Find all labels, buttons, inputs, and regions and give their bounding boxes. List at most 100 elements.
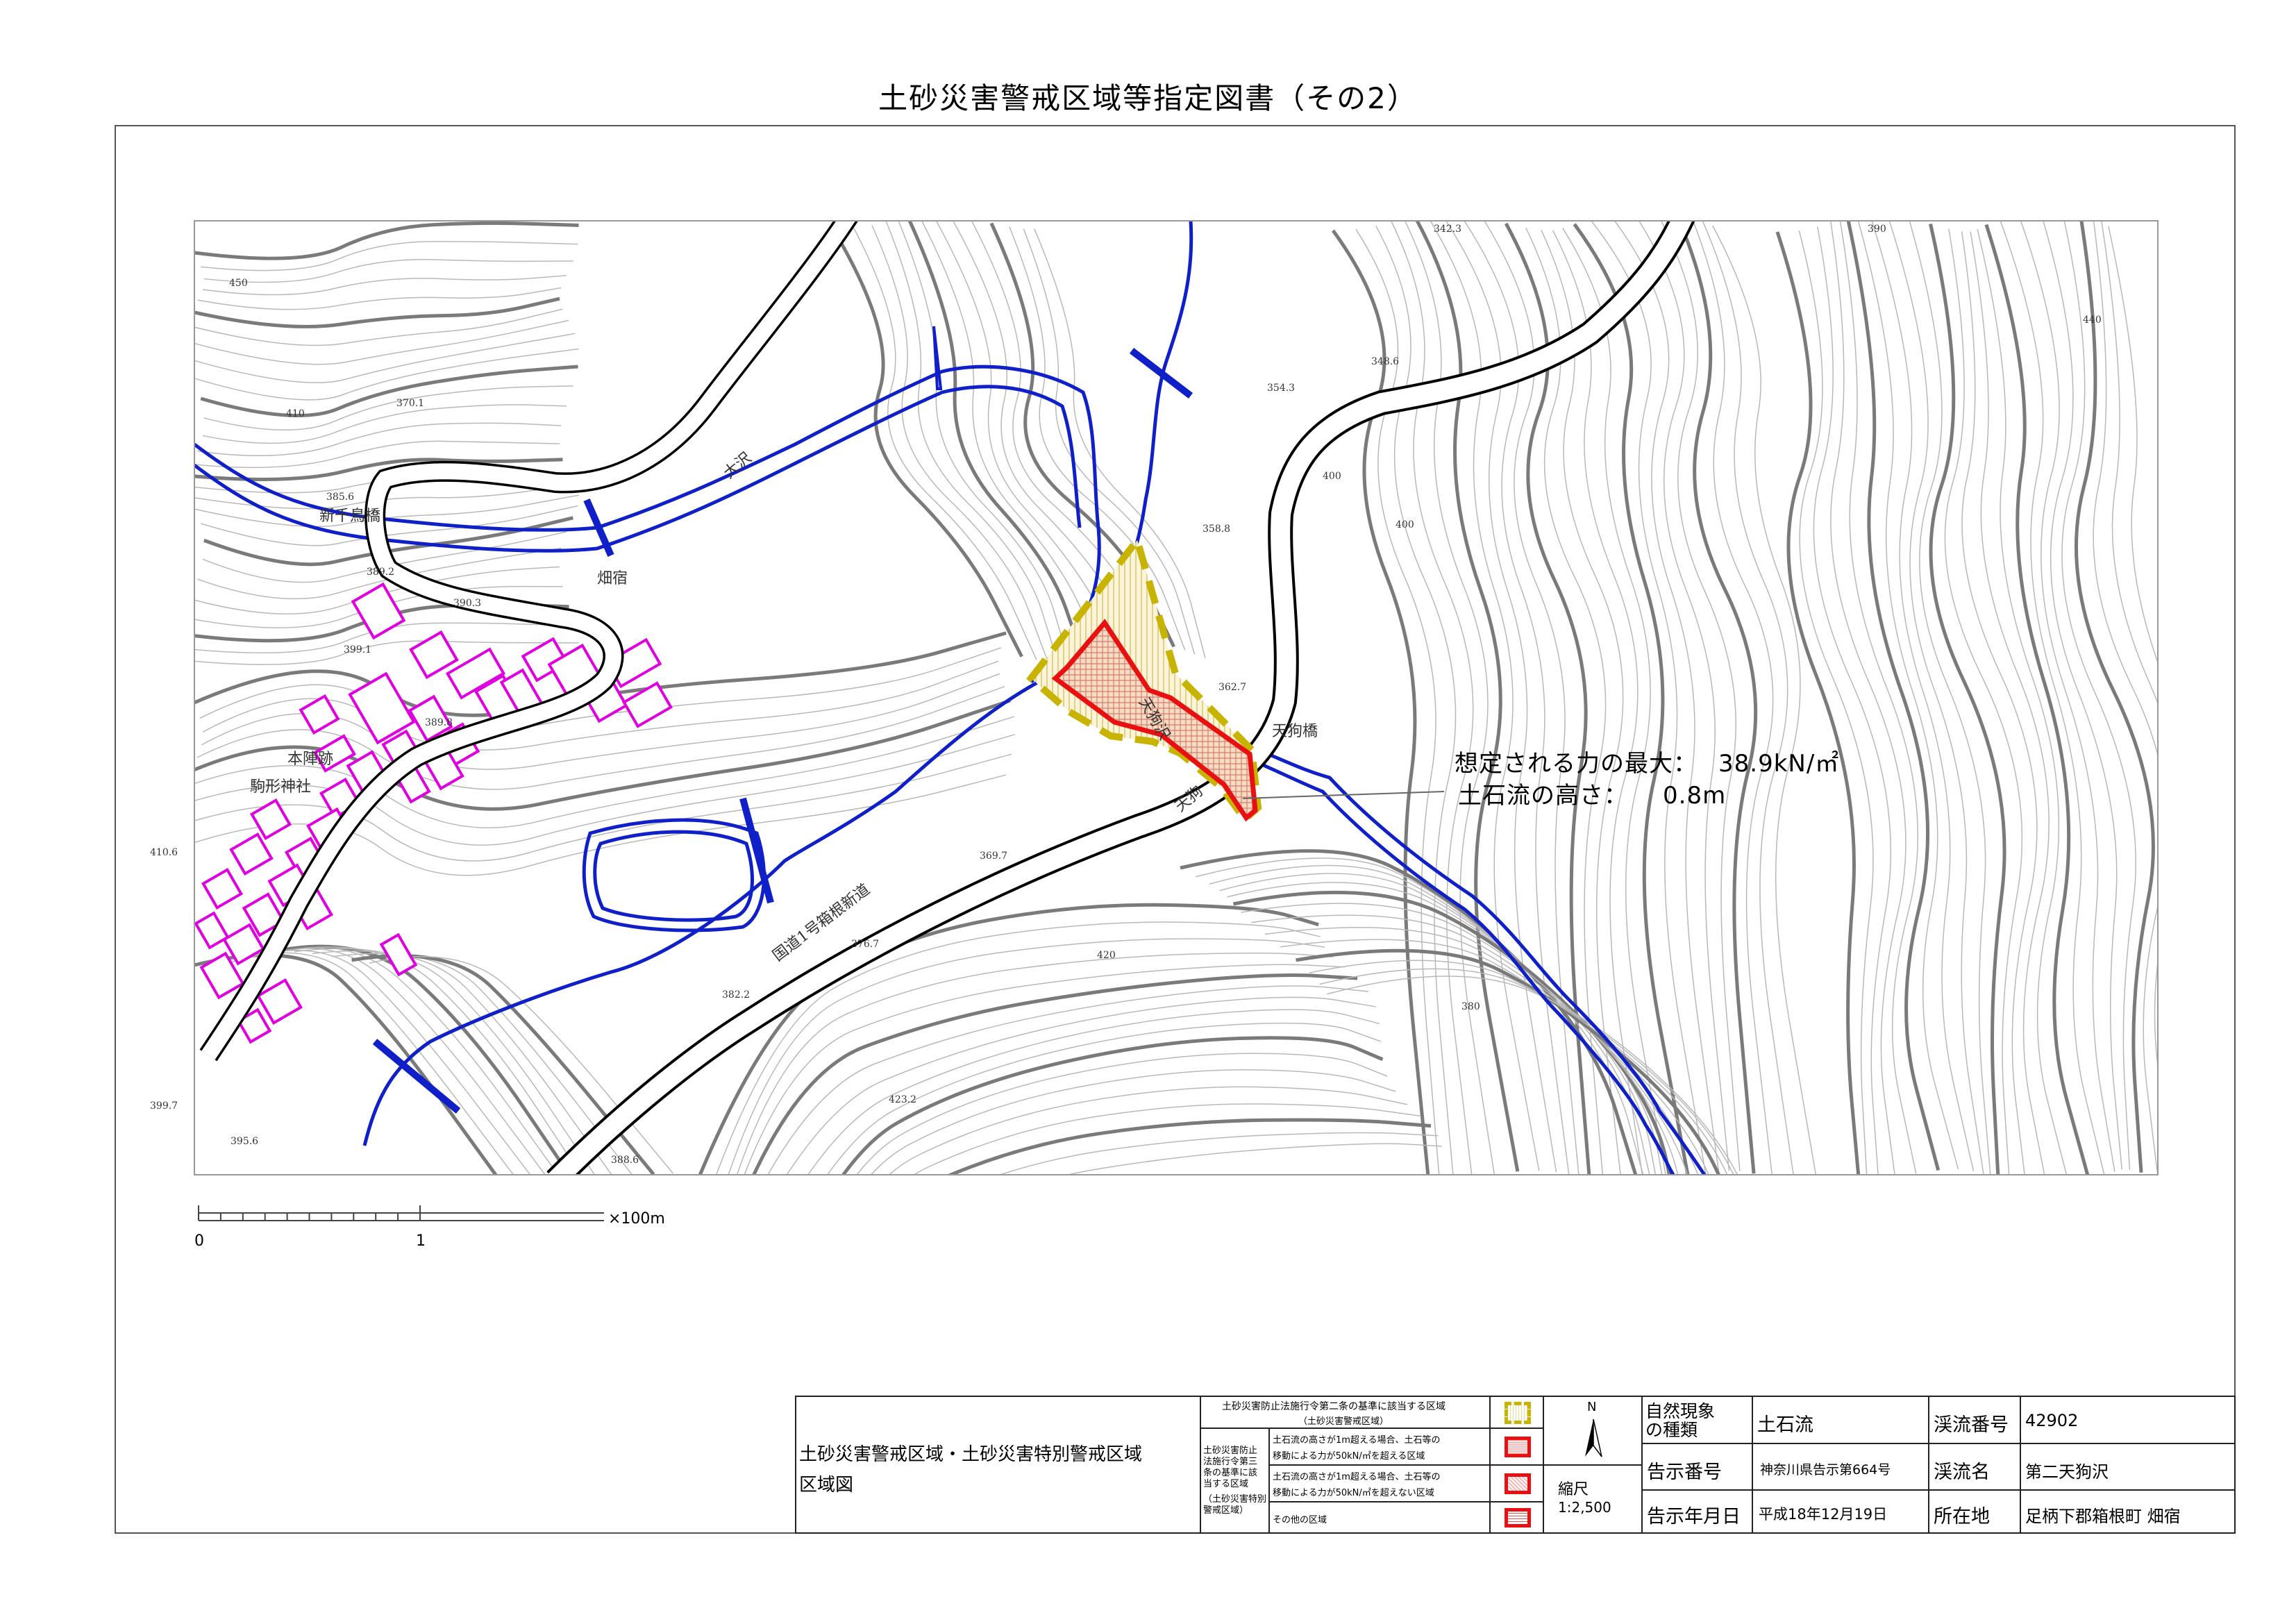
max-force-label: 想定される力の最大： bbox=[1455, 750, 1698, 778]
contour-line bbox=[888, 1086, 1408, 1175]
contour-line bbox=[1961, 231, 2038, 1175]
contour-line bbox=[1813, 226, 1892, 1175]
building bbox=[201, 867, 244, 910]
building bbox=[409, 630, 459, 680]
elevation-label: 382.2 bbox=[722, 989, 750, 1001]
contour-line bbox=[1309, 960, 1728, 1175]
legend-text: 警戒区域） bbox=[1203, 1505, 1249, 1516]
max-force-callout: 想定される力の最大：38.9kN/㎡ bbox=[1455, 750, 1839, 778]
contour-line bbox=[1638, 221, 1730, 1171]
contour-line bbox=[952, 221, 1141, 645]
legend-text: 土砂災害防止法施行令第二条の基準に該当する区域 bbox=[1222, 1401, 1446, 1412]
flow-height-value: 0.8m bbox=[1663, 782, 1727, 810]
elevation-label: 348.6 bbox=[1371, 356, 1399, 367]
contour-line bbox=[2043, 221, 2123, 1170]
north-arrow-cell: N bbox=[1543, 1396, 1643, 1466]
contour-line bbox=[921, 221, 1100, 651]
contour-value: 380 bbox=[1461, 1001, 1480, 1012]
contour-line bbox=[1391, 221, 1474, 1175]
index-contour-line bbox=[841, 1036, 1384, 1175]
special-zone-swatch-3 bbox=[1505, 1508, 1531, 1527]
elevation-label: 388.6 bbox=[611, 1155, 639, 1166]
index-contour-line bbox=[1296, 948, 1721, 1175]
contour-value: 420 bbox=[1097, 950, 1116, 961]
legend-row3-text: その他の区域 bbox=[1268, 1501, 1491, 1534]
index-contour-line bbox=[267, 944, 572, 1175]
building bbox=[249, 798, 292, 841]
scale-value: 1:2,500 bbox=[1558, 1499, 1611, 1516]
contour-line bbox=[856, 1053, 1388, 1175]
callout-leader-line bbox=[1242, 791, 1445, 799]
contour-line bbox=[744, 964, 1345, 1175]
building bbox=[242, 892, 286, 937]
contour-line bbox=[1798, 230, 1874, 1175]
contour-line bbox=[807, 1009, 1380, 1175]
contour-line bbox=[1525, 227, 1607, 1175]
contour-line bbox=[1660, 221, 1741, 1171]
contour-line bbox=[1692, 221, 1774, 1175]
contour-line bbox=[312, 950, 612, 1175]
elevation-label: 389.2 bbox=[367, 567, 394, 578]
scale-one: 1 bbox=[416, 1232, 426, 1250]
contour-line bbox=[194, 716, 1015, 828]
contour-line bbox=[1702, 221, 1794, 1175]
contour-value: 410 bbox=[286, 408, 305, 419]
route-1-fill bbox=[548, 221, 1693, 1175]
pond-inner bbox=[593, 830, 754, 922]
place-label: 本陣跡 bbox=[287, 751, 333, 768]
contour-line bbox=[998, 1132, 1439, 1175]
contour-line bbox=[885, 221, 1058, 661]
contour-line bbox=[1944, 228, 2023, 1175]
contour-line bbox=[200, 241, 578, 271]
index-contour-line bbox=[698, 903, 1319, 1175]
building bbox=[194, 911, 230, 950]
legend-text: 条の基準に該 bbox=[1203, 1468, 1258, 1478]
contour-line bbox=[2020, 221, 2115, 1172]
contour-line bbox=[1355, 228, 1440, 1175]
special-zone-swatch-2 bbox=[1505, 1473, 1531, 1494]
contour-line bbox=[1404, 221, 1495, 1175]
building bbox=[199, 951, 245, 1000]
contour-line bbox=[1209, 864, 1650, 1175]
contour-line bbox=[2000, 221, 2105, 1175]
place-labels: 畑宿 新千鳥橋 本陣跡 駒形神社 天狗橋 天狗沢 国道1号箱根新道 天狗 大沢 bbox=[250, 449, 1318, 965]
contour-line bbox=[2108, 226, 2158, 664]
contour-line bbox=[1023, 228, 1196, 655]
contour-line bbox=[786, 996, 1376, 1175]
contour-line bbox=[196, 547, 562, 600]
rivers bbox=[194, 221, 1707, 1175]
elevation-label: 399.1 bbox=[344, 644, 371, 655]
page-title: 土砂災害警戒区域等指定図書（その2） bbox=[878, 81, 1418, 115]
contour-line bbox=[870, 1069, 1396, 1175]
location-value: 足柄下郡箱根町 畑宿 bbox=[2025, 1507, 2181, 1526]
river-downstream-bank bbox=[1259, 762, 1675, 1175]
contour-line bbox=[715, 921, 1321, 1175]
contour-line bbox=[194, 333, 576, 383]
legend-text: 移動による力が50kN/㎡を超えない区域 bbox=[1273, 1488, 1434, 1498]
notice-no-value: 神奈川県告示第664号 bbox=[1760, 1462, 1891, 1477]
index-contour-line bbox=[831, 228, 1023, 658]
legend-warning-text: 土砂災害防止法施行令第二条の基準に該当する区域 （土砂災害警戒区域） bbox=[1200, 1396, 1491, 1429]
legend-text: 土石流の高さが1m超える場合、土石等の bbox=[1273, 1472, 1441, 1482]
heading-cell: 土砂災害警戒区域・土砂災害特別警戒区域 区域図 bbox=[795, 1396, 1201, 1534]
index-contour-line bbox=[907, 221, 1084, 655]
elevation-label: 362.7 bbox=[1218, 682, 1246, 693]
dam-1 bbox=[932, 326, 943, 390]
building bbox=[445, 647, 506, 700]
notice-no-label-cell: 告示番号 bbox=[1641, 1443, 1753, 1491]
building bbox=[299, 694, 340, 735]
dam-4 bbox=[739, 797, 774, 904]
river-downstream bbox=[1257, 748, 1707, 1175]
building bbox=[621, 681, 673, 728]
contour-line bbox=[1909, 221, 1991, 1175]
index-contour-line bbox=[1984, 224, 2090, 1175]
heading-line1: 土砂災害警戒区域・土砂災害特別警戒区域 bbox=[799, 1444, 1143, 1465]
flow-height-label: 土石流の高さ： bbox=[1458, 782, 1628, 810]
elevation-labels: 385.6 389.2 390.3 399.1 389.8 395.6 388.… bbox=[229, 224, 2102, 1166]
legend-text: 法施行令第三 bbox=[1203, 1457, 1258, 1467]
contour-line bbox=[1196, 857, 1644, 1175]
index-contour-line bbox=[752, 973, 1358, 1175]
dam-3 bbox=[583, 498, 614, 558]
contour-line bbox=[203, 385, 573, 430]
index-contour-line bbox=[194, 458, 563, 481]
